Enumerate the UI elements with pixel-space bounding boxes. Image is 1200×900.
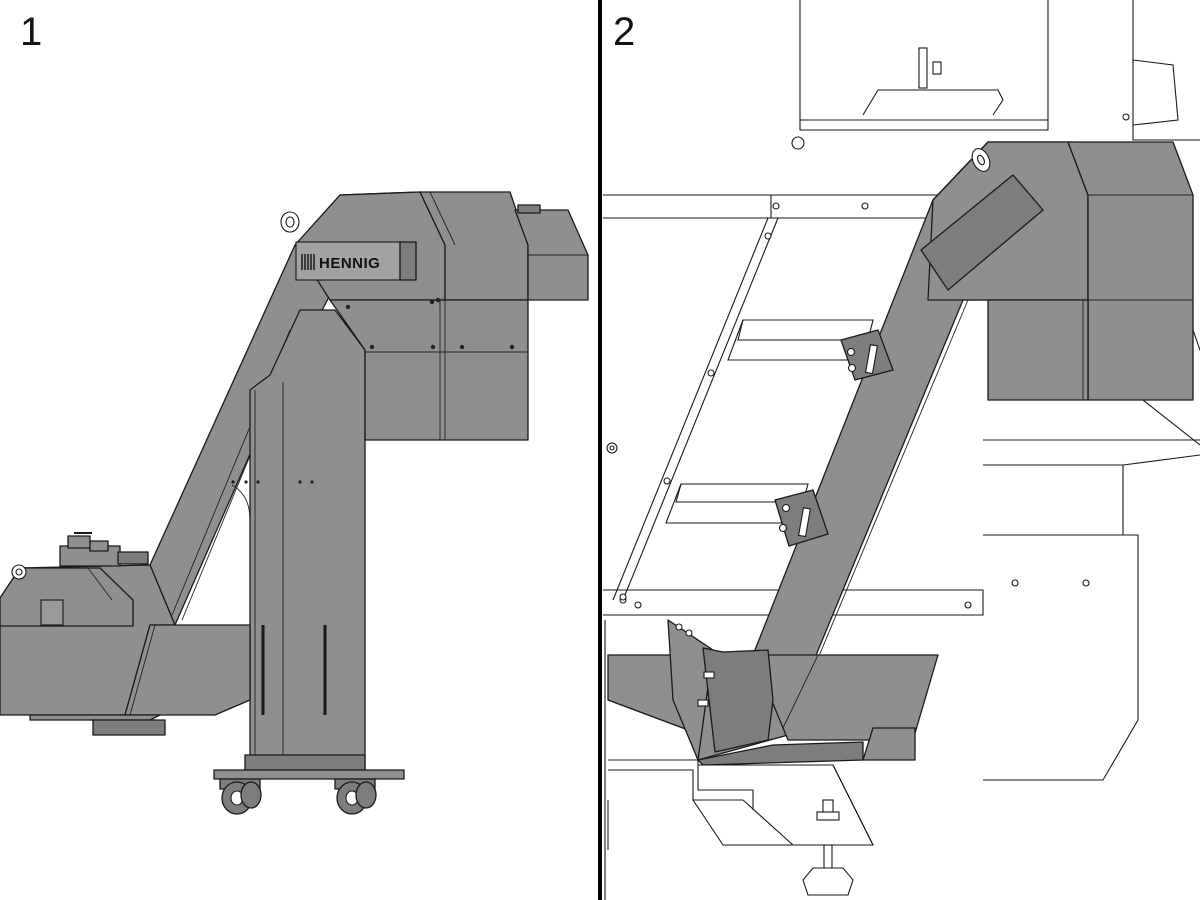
vertical-riser — [249, 309, 366, 771]
inlet-lower-hopper — [124, 624, 251, 716]
mounting-bracket-lower — [774, 489, 829, 547]
brand-logo-text: HENNIG — [319, 255, 380, 272]
inlet-cover — [0, 567, 134, 627]
mounting-bracket-upper — [840, 329, 894, 381]
discharge-box — [329, 299, 529, 441]
leveling-foot — [802, 867, 854, 896]
panel-divider — [598, 0, 602, 900]
conveyor-drawing-1: HENNIG — [0, 191, 589, 815]
panel-number: 1 — [20, 10, 43, 54]
panel-2: 2 — [603, 0, 1200, 900]
panel-1: HENNIG — [0, 0, 598, 900]
valve-assembly — [11, 532, 149, 580]
brand-logo-plate: HENNIG — [295, 241, 417, 281]
motor-fins — [517, 204, 541, 214]
inlet-foot — [92, 719, 166, 736]
riser-base — [244, 754, 366, 771]
trolley-frame — [213, 769, 405, 780]
conveyor-drawing-2 — [603, 0, 1200, 900]
caster-wheel-left — [219, 778, 262, 815]
panel-number: 2 — [613, 10, 636, 54]
rivet-dots-head — [345, 297, 515, 350]
rivet-dots-riser — [231, 480, 314, 484]
caster-wheel-right — [334, 778, 377, 815]
